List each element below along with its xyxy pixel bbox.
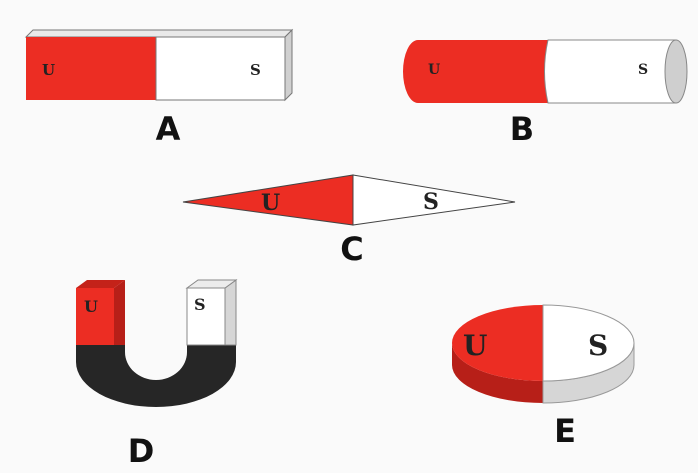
horseshoe-south-arm-top <box>185 279 238 289</box>
disc-north-label: U <box>463 329 487 362</box>
horseshoe-north-arm-side <box>114 280 125 345</box>
horseshoe-south-arm-front <box>186 287 226 346</box>
horseshoe-north-arm-front <box>76 288 114 345</box>
horseshoe-north-label: U <box>84 297 98 316</box>
rhombus-north-label: U <box>261 190 280 216</box>
magnet-b-cylinder: U S B <box>403 39 688 148</box>
caption-e: E <box>554 412 576 450</box>
bar-south-half <box>155 36 286 101</box>
cylinder-end-cap <box>664 39 688 104</box>
magnet-d-horseshoe: U S D <box>76 279 238 470</box>
horseshoe-north-arm-top <box>76 280 125 288</box>
disc-south-label: S <box>588 329 608 362</box>
magnet-a-bar: U S A <box>24 28 294 148</box>
caption-d: D <box>128 432 155 470</box>
cylinder-north-label: U <box>428 62 440 78</box>
bar-south-label: S <box>250 61 261 79</box>
bar-side-face <box>284 28 293 102</box>
bar-top-face <box>24 29 294 38</box>
bar-north-label: U <box>42 61 55 79</box>
magnet-c-rhombus: U S C <box>182 174 516 268</box>
disc-north-side <box>452 343 543 403</box>
magnet-e-disc: U S E <box>452 304 635 450</box>
caption-a: A <box>156 110 181 148</box>
cylinder-south-half <box>544 39 677 104</box>
rhombus-south-label: S <box>423 189 439 215</box>
cylinder-north-half <box>403 40 548 104</box>
caption-b: B <box>510 110 534 148</box>
horseshoe-south-label: S <box>194 295 206 314</box>
cylinder-south-label: S <box>638 62 648 78</box>
rhombus-south-half <box>352 174 516 226</box>
horseshoe-bend <box>76 345 236 407</box>
disc-north-top <box>452 305 543 381</box>
caption-c: C <box>340 230 363 268</box>
horseshoe-south-arm-side <box>224 279 237 346</box>
bar-north-half <box>26 37 156 100</box>
disc-south-top <box>542 304 635 382</box>
